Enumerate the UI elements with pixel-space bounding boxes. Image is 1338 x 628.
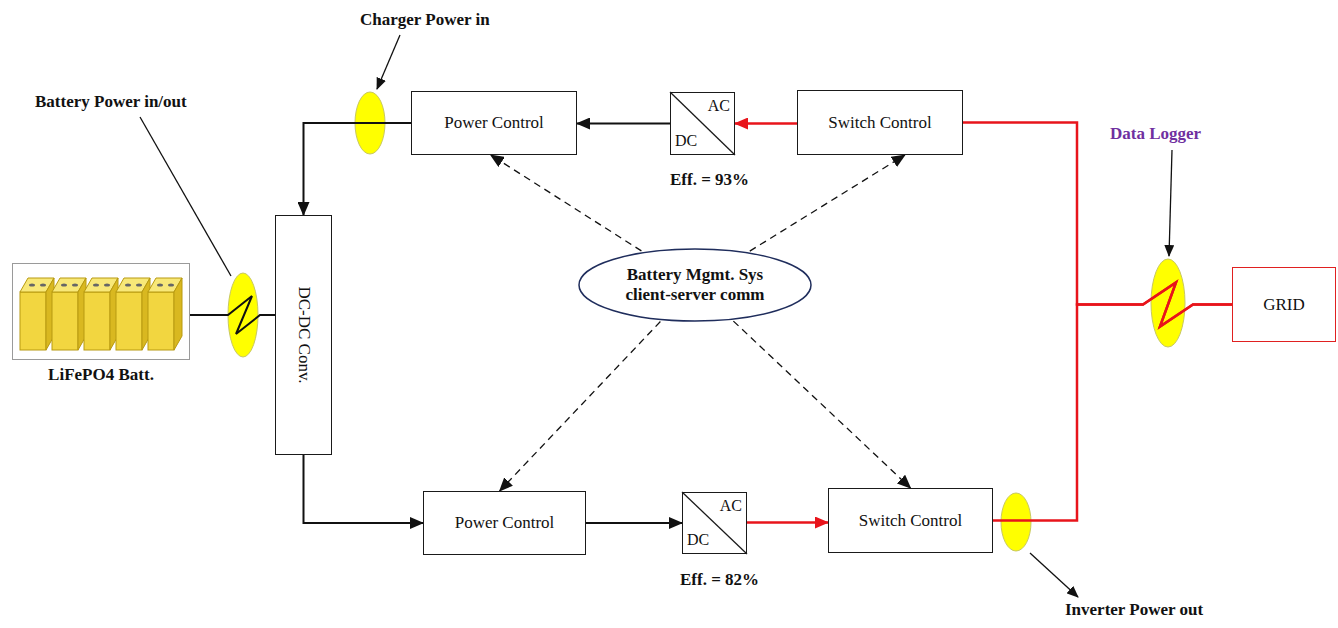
management-ellipse: Battery Mgmt. Sys client-server comm xyxy=(578,248,812,322)
converter-label: AC xyxy=(708,97,730,115)
sensor-ellipse xyxy=(1001,493,1031,551)
box-label: Power Control xyxy=(444,113,544,133)
converter-label: DC xyxy=(687,531,709,549)
callout-label: Data Logger xyxy=(1110,124,1201,144)
leader-line xyxy=(377,35,400,89)
ellipse-shape xyxy=(579,249,811,321)
battery-cell xyxy=(84,278,118,350)
callout-label: Eff. = 82% xyxy=(680,570,759,590)
battery-box: LiFePO4 Batt. xyxy=(12,263,190,360)
box-label: GRID xyxy=(1263,295,1305,315)
process-box: Power Control xyxy=(411,91,577,155)
battery-cell xyxy=(20,278,54,350)
dc-power-line xyxy=(577,123,670,125)
ac-power-line xyxy=(963,123,1232,327)
battery-cell xyxy=(52,278,86,350)
callout-label: Eff. = 93% xyxy=(670,170,749,190)
converter-box: DC-DC Conv. xyxy=(275,215,332,455)
process-box: Power Control xyxy=(423,491,586,555)
battery-label: LiFePO4 Batt. xyxy=(48,365,154,385)
dashed-arrow xyxy=(733,321,910,488)
leader-line xyxy=(1030,553,1078,597)
ac-power-line xyxy=(747,521,828,524)
converter-box: AC DC xyxy=(670,92,735,155)
diagonal-line xyxy=(682,492,747,554)
battery-cell xyxy=(148,278,182,350)
process-box: Switch Control xyxy=(828,488,993,553)
callout-label: Battery Power in/out xyxy=(35,92,187,112)
dc-power-line xyxy=(190,296,275,334)
ac-power-line xyxy=(993,283,1232,521)
dashed-arrow xyxy=(491,155,642,251)
box-label: Switch Control xyxy=(828,113,931,133)
dashed-arrow xyxy=(500,322,661,492)
callout-label: Inverter Power out xyxy=(1065,600,1203,620)
process-box: Switch Control xyxy=(797,90,963,155)
dc-power-line xyxy=(304,123,412,215)
diagonal-line xyxy=(670,92,735,155)
leader-line xyxy=(140,117,231,276)
converter-label: AC xyxy=(720,497,742,515)
ac-power-line xyxy=(735,122,797,125)
ellipse-label: Battery Mgmt. Sys client-server comm xyxy=(609,265,781,304)
grid-box: GRID xyxy=(1232,267,1336,342)
leader-line xyxy=(1169,150,1172,256)
converter-label: DC xyxy=(675,132,697,150)
dashed-arrow xyxy=(750,155,905,251)
box-label: DC-DC Conv. xyxy=(294,286,314,383)
callout-label: Charger Power in xyxy=(360,10,490,30)
dc-power-line xyxy=(586,522,682,524)
dc-power-line xyxy=(304,455,424,523)
box-label: Switch Control xyxy=(859,511,962,531)
battery-cell xyxy=(116,278,150,350)
converter-box: AC DC xyxy=(682,492,747,554)
box-label: Power Control xyxy=(455,513,555,533)
